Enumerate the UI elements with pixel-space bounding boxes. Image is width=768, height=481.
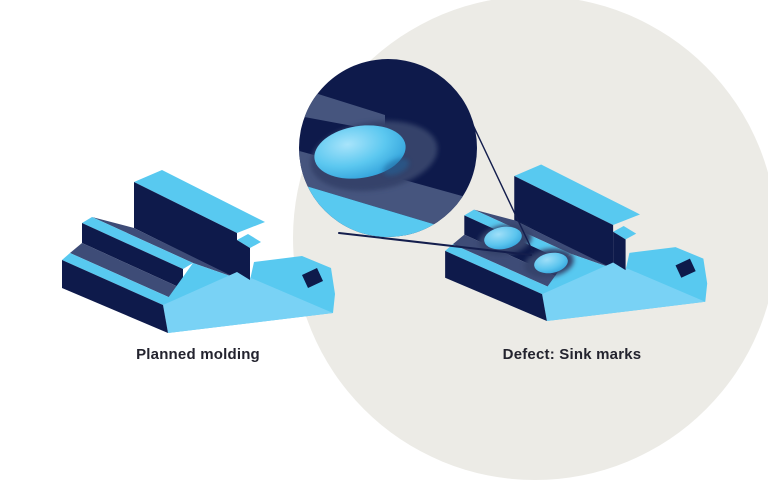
magnifier-surface	[299, 183, 477, 237]
sink-mark-1	[478, 224, 532, 256]
sink-mark-blob	[534, 252, 568, 274]
planned-molding-label: Planned molding	[136, 346, 260, 363]
leader-line-2	[338, 232, 532, 256]
sink-mark-2	[524, 248, 574, 278]
sink-mark-blob	[484, 226, 522, 250]
defect-sink-marks-label: Defect: Sink marks	[502, 346, 642, 363]
leader-line-1	[464, 107, 534, 253]
magnifier-upper-slate-band	[299, 88, 385, 132]
closeup-sink-fold	[382, 158, 410, 176]
closeup-sink-blob	[314, 125, 406, 179]
